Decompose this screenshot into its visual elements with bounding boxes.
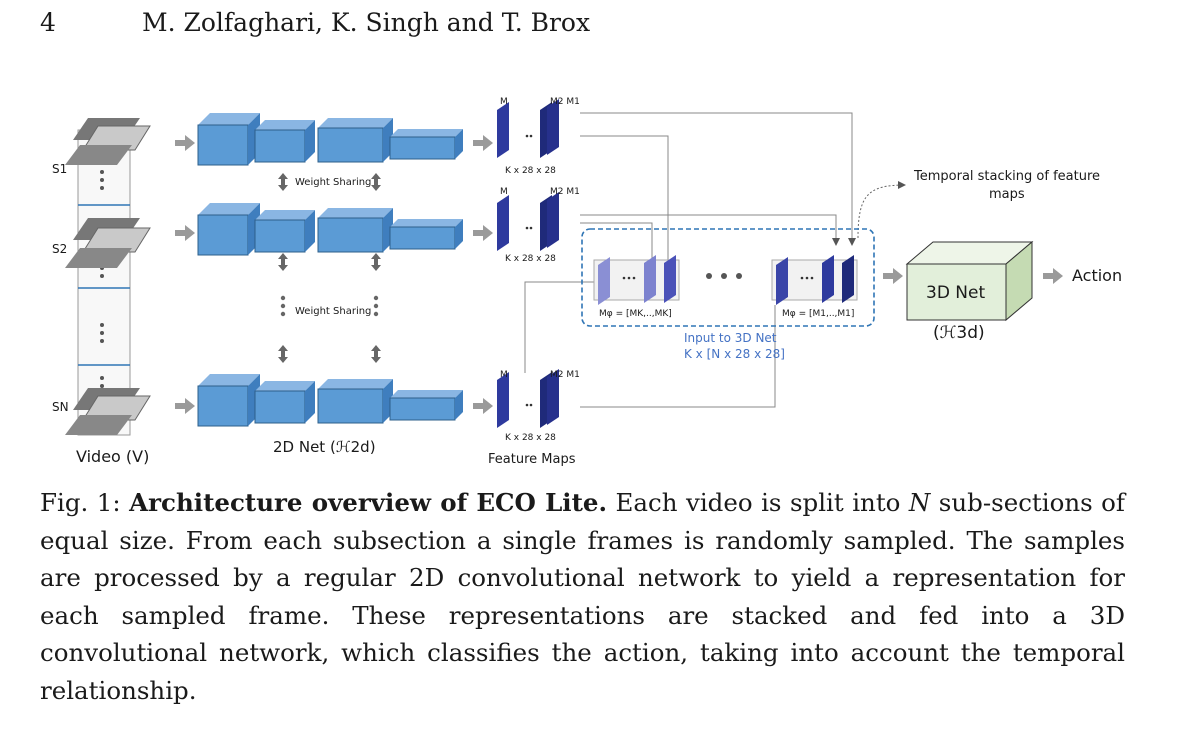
- segment-label-n: SN: [52, 400, 69, 414]
- caption-prefix: Fig. 1:: [40, 488, 130, 517]
- net2d-row-n: [197, 374, 463, 427]
- running-header-authors: M. Zolfaghari, K. Singh and T. Brox: [142, 8, 591, 37]
- frame-thumbnail-1: [65, 118, 151, 165]
- feature-size-1: K x 28 x 28: [505, 166, 556, 176]
- figure-caption: Fig. 1: Architecture overview of ECO Lit…: [40, 484, 1125, 710]
- stack-formula-right: Mφ = [M1,..,M1]: [782, 309, 854, 319]
- temporal-dotted-arrow: [857, 181, 906, 239]
- feature-maps-label: Feature Maps: [488, 452, 576, 467]
- net2d-row-2: [197, 203, 463, 256]
- input-3d-size: K x [N x 28 x 28]: [684, 347, 785, 361]
- map-label-m21-1: M2 M1: [550, 97, 580, 107]
- architecture-diagram: S1 S2 SN Wei: [52, 97, 1122, 467]
- map-label-m21-2: M2 M1: [550, 187, 580, 197]
- connection-lines: [524, 112, 856, 408]
- weight-sharing-label-1: Weight Sharing: [295, 177, 371, 188]
- net2d-row-1: [197, 113, 463, 166]
- net3d-symbol: (ℋ3d): [933, 323, 985, 343]
- net3d-block: [905, 240, 1034, 322]
- caption-text-1: Each video is split into: [607, 488, 909, 517]
- caption-var-n: N: [908, 488, 931, 517]
- feature-maps-n: [497, 369, 559, 428]
- weight-sharing-arrows: [278, 173, 381, 363]
- action-label: Action: [1072, 266, 1122, 285]
- feature-size-2: K x 28 x 28: [505, 254, 556, 264]
- page-number: 4: [40, 8, 56, 37]
- frame-thumbnail-2: [65, 218, 151, 268]
- input-3d-box: [581, 228, 875, 327]
- stacked-maps-left: [593, 255, 680, 305]
- map-label-mk-2: M: [500, 187, 508, 197]
- map-label-mk-n: M: [500, 370, 508, 380]
- segment-label-1: S1: [52, 162, 67, 176]
- feature-maps-2: [497, 192, 559, 251]
- stack-dots: [706, 273, 742, 279]
- input-arrows: [175, 135, 1063, 414]
- weight-sharing-label-2: Weight Sharing: [295, 306, 371, 317]
- feature-size-n: K x 28 x 28: [505, 433, 556, 443]
- temporal-stacking-label: Temporal stacking of feature: [913, 169, 1100, 184]
- video-strip: [77, 129, 131, 436]
- temporal-stacking-label-2: maps: [989, 187, 1025, 202]
- net2d-label: 2D Net (ℋ2d): [273, 438, 376, 456]
- caption-title: Architecture overview of ECO Lite.: [129, 488, 608, 517]
- caption-text-2: sub-sections of equal size. From each su…: [40, 488, 1125, 705]
- input-3d-label: Input to 3D Net: [684, 331, 777, 345]
- net3d-label: 3D Net: [926, 283, 985, 303]
- segment-label-2: S2: [52, 242, 67, 256]
- stack-formula-left: Mφ = [MK,..,MK]: [599, 309, 672, 319]
- frame-thumbnail-n: [65, 388, 151, 435]
- feature-maps-1: [497, 99, 559, 158]
- stacked-maps-right: [771, 255, 858, 305]
- video-label: Video (V): [76, 447, 149, 466]
- map-label-mk-1: M: [500, 97, 508, 107]
- map-label-m21-n: M2 M1: [550, 370, 580, 380]
